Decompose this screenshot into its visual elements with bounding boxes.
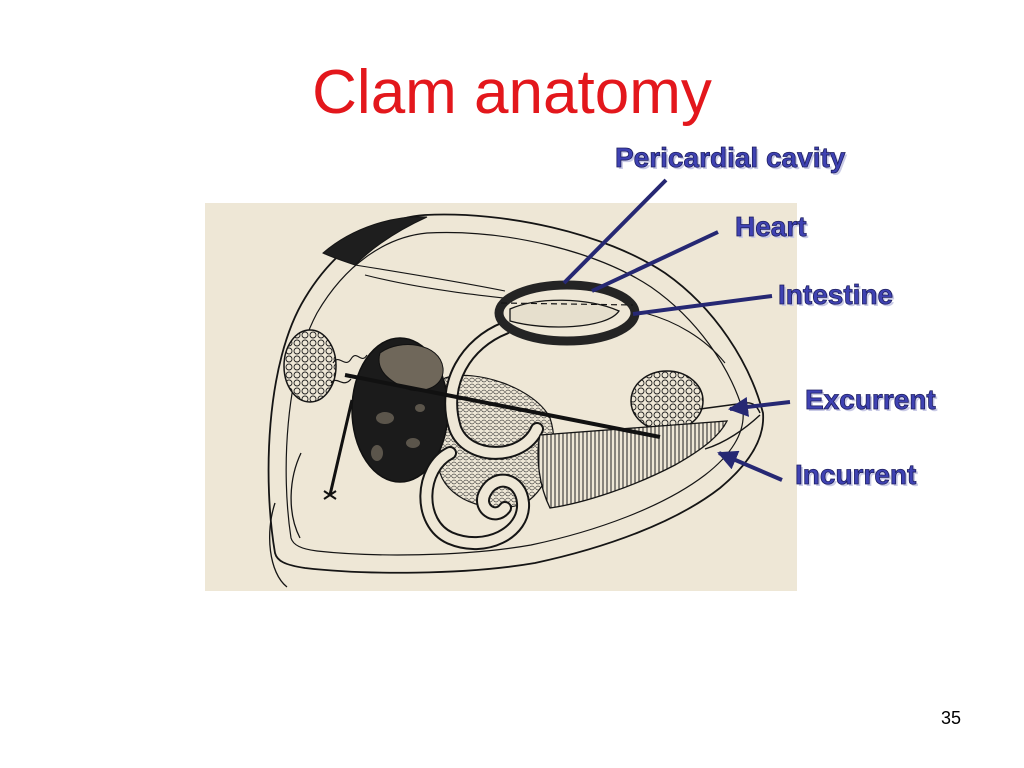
label-pericardial-cavity: Pericardial cavity (615, 142, 846, 174)
slide-title: Clam anatomy (312, 58, 712, 127)
mottle-spot (376, 412, 394, 424)
excurrent-siphon (699, 402, 761, 414)
label-intestine: Intestine (778, 279, 894, 311)
incurrent-siphon (704, 414, 761, 450)
drawing-pointer-end-mark (323, 490, 337, 500)
mottle-spot (371, 445, 383, 461)
label-heart: Heart (735, 211, 807, 243)
mottle-spot (406, 438, 420, 448)
anterior-adductor-muscle (283, 329, 337, 403)
foot (269, 452, 302, 588)
gill (537, 420, 729, 509)
heart (509, 299, 620, 328)
labial-palps (330, 354, 368, 384)
hinge-ligament (322, 216, 428, 266)
intestine-loop-lower (421, 448, 528, 548)
mottle-spot (415, 404, 425, 412)
posterior-adductor-muscle (630, 370, 704, 432)
intestine-loops (419, 321, 544, 550)
label-excurrent: Excurrent (805, 384, 937, 416)
drawing-pointer-short (328, 399, 354, 496)
intestine-loop-upper (446, 323, 542, 458)
mantle-edge (285, 231, 744, 556)
clam-illustration (205, 203, 797, 591)
page-number: 35 (941, 708, 962, 728)
label-incurrent: Incurrent (795, 459, 917, 491)
intestine-through-heart (500, 302, 634, 306)
shell-outline (267, 213, 764, 574)
drawing-pointer-long (344, 373, 661, 439)
digestive-gland-mottling (371, 404, 425, 461)
stomach (378, 344, 444, 392)
clam-drawing (267, 213, 764, 588)
